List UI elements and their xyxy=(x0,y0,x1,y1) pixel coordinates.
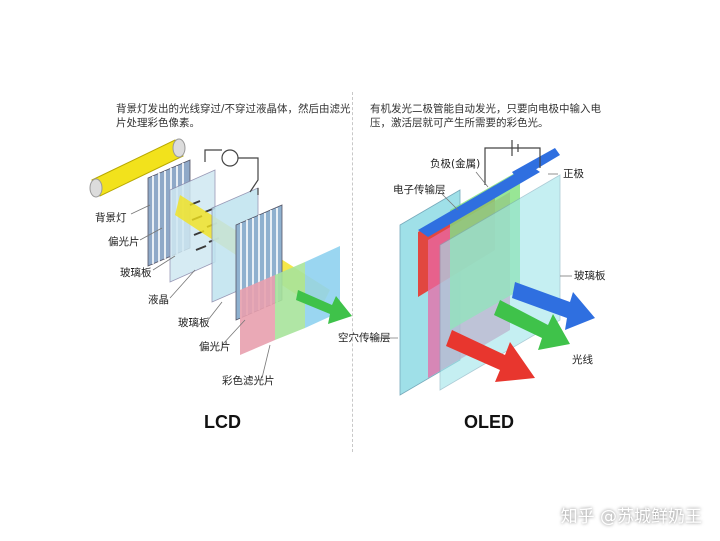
label-glass-plate-1: 玻璃板 xyxy=(120,267,152,279)
oled-green-arrow xyxy=(494,300,570,350)
label-polarizer-1: 偏光片 xyxy=(108,236,140,248)
circuit-switch xyxy=(204,149,259,195)
lcd-title: LCD xyxy=(204,412,241,432)
oled-anode-strip xyxy=(512,148,560,180)
oled-wires xyxy=(484,140,541,185)
oled-red-arrow xyxy=(446,330,535,382)
label-anode: 正极 xyxy=(563,168,584,180)
label-oled-glass: 玻璃板 xyxy=(574,270,606,282)
label-cathode: 负极(金属) xyxy=(430,158,481,170)
oled-glass-front xyxy=(439,174,561,391)
backlight-tube xyxy=(89,138,186,198)
oled-blue-arrow xyxy=(512,282,595,330)
label-color-filter: 彩色滤光片 xyxy=(222,375,275,387)
lcd-description: 背景灯发出的光线穿过/不穿过液晶体，然后由滤光片处理彩色像素。 xyxy=(116,103,351,129)
oled-description: 有机发光二极管能自动发光，只要向电极中输入电压，激活层就可产生所需要的彩色光。 xyxy=(370,103,601,129)
oled-title: OLED xyxy=(464,412,515,432)
watermark: 知乎 @苏城鲜奶王 xyxy=(560,507,702,527)
label-hole-layer: 空穴传输层 xyxy=(338,332,391,344)
label-electron-layer: 电子传输层 xyxy=(393,184,446,196)
label-glass-plate-2: 玻璃板 xyxy=(178,317,210,329)
label-light: 光线 xyxy=(572,354,593,366)
oled-cathode-strip xyxy=(418,165,540,237)
label-polarizer-2: 偏光片 xyxy=(199,341,231,353)
green-light-arrow xyxy=(296,290,352,324)
panel-divider xyxy=(352,92,353,452)
label-backlight: 背景灯 xyxy=(95,212,127,224)
label-liquid-crystal: 液晶 xyxy=(148,294,169,306)
